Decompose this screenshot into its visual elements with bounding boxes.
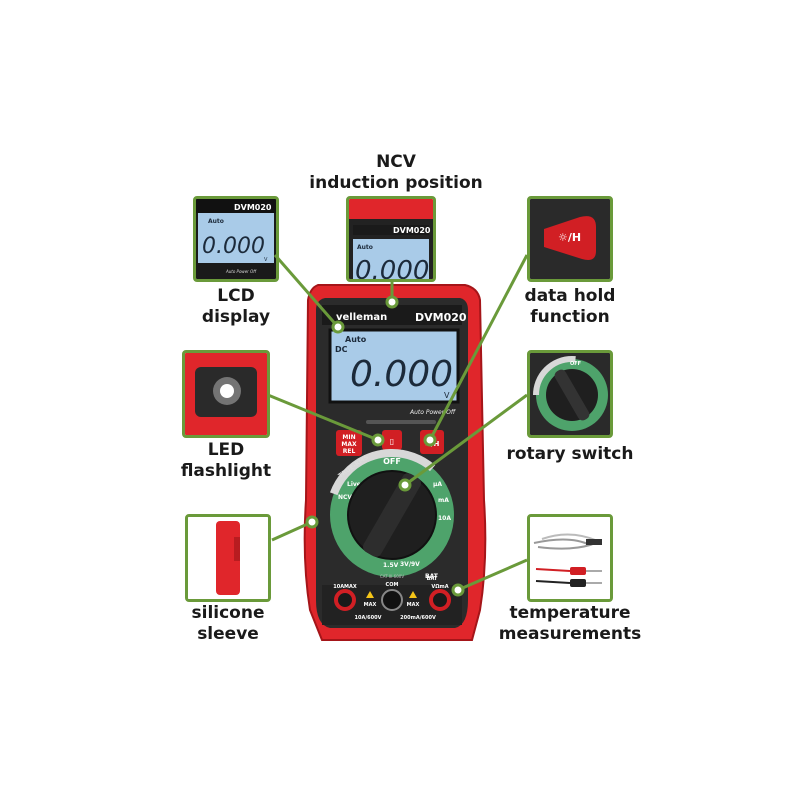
svg-text:µA: µA bbox=[433, 481, 442, 488]
svg-text:NCV: NCV bbox=[338, 494, 352, 501]
svg-text:Auto: Auto bbox=[208, 218, 224, 225]
svg-text:☼/H: ☼/H bbox=[558, 231, 581, 244]
terminal-10a bbox=[334, 589, 356, 611]
sleeve-thumbnail bbox=[185, 514, 271, 602]
svg-text:OFF: OFF bbox=[570, 361, 581, 367]
svg-text:Auto: Auto bbox=[357, 244, 373, 251]
rotary-label: rotary switch bbox=[506, 444, 634, 464]
svg-text:10AMAX: 10AMAX bbox=[333, 584, 357, 590]
lcd-reading: 0.000 bbox=[350, 354, 453, 395]
svg-text:0.000: 0.000 bbox=[355, 256, 429, 279]
svg-text:DVM020: DVM020 bbox=[234, 203, 272, 212]
data-hold-thumbnail: ☼/H bbox=[527, 196, 613, 282]
svg-text:0.000: 0.000 bbox=[202, 234, 265, 259]
svg-text:10A/600V: 10A/600V bbox=[355, 615, 382, 621]
lcd-unit: V bbox=[444, 391, 450, 400]
svg-text:COM: COM bbox=[386, 582, 399, 588]
lcd-thumbnail: DVM020 Auto 0.000 V Auto Power Off bbox=[193, 196, 279, 282]
svg-text:REL: REL bbox=[343, 448, 356, 455]
led-thumbnail bbox=[182, 350, 270, 438]
svg-text:CAT III 600V: CAT III 600V bbox=[380, 574, 404, 579]
temperature-thumbnail bbox=[527, 514, 613, 602]
svg-text:MAX: MAX bbox=[407, 602, 420, 608]
svg-text:BAT: BAT bbox=[427, 576, 438, 582]
svg-text:Auto Power Off: Auto Power Off bbox=[225, 269, 257, 274]
svg-text:▯: ▯ bbox=[390, 437, 394, 446]
svg-text:10A: 10A bbox=[438, 515, 451, 522]
svg-text:MAX: MAX bbox=[364, 602, 377, 608]
svg-text:3V/9V: 3V/9V bbox=[400, 561, 420, 568]
dial-off: OFF bbox=[383, 457, 401, 466]
svg-text:☼/H: ☼/H bbox=[425, 440, 440, 448]
svg-text:VΩmA: VΩmA bbox=[431, 584, 448, 590]
lcd-dc: DC bbox=[335, 345, 348, 354]
svg-text:mA: mA bbox=[438, 497, 449, 504]
ncv-thumbnail: DVM020 Auto 0.000 bbox=[346, 196, 436, 282]
model-label: DVM020 bbox=[415, 311, 467, 324]
svg-text:BAT: BAT bbox=[425, 573, 439, 580]
svg-text:V: V bbox=[264, 257, 268, 263]
svg-text:DVM020: DVM020 bbox=[393, 226, 431, 235]
lcd-auto: Auto bbox=[345, 335, 367, 344]
svg-text:200mA/600V: 200mA/600V bbox=[400, 615, 436, 621]
terminal-v bbox=[429, 589, 451, 611]
flashlight-button bbox=[382, 430, 402, 450]
auto-power-off: Auto Power Off bbox=[409, 409, 456, 416]
brand-logo: velleman bbox=[336, 312, 387, 323]
terminal-com bbox=[381, 589, 403, 611]
svg-text:MIN: MIN bbox=[342, 434, 355, 441]
svg-text:1.5V: 1.5V bbox=[383, 562, 399, 569]
svg-text:MAX: MAX bbox=[341, 441, 357, 448]
rotary-thumbnail: OFF bbox=[527, 350, 613, 438]
svg-text:Live: Live bbox=[347, 481, 361, 488]
